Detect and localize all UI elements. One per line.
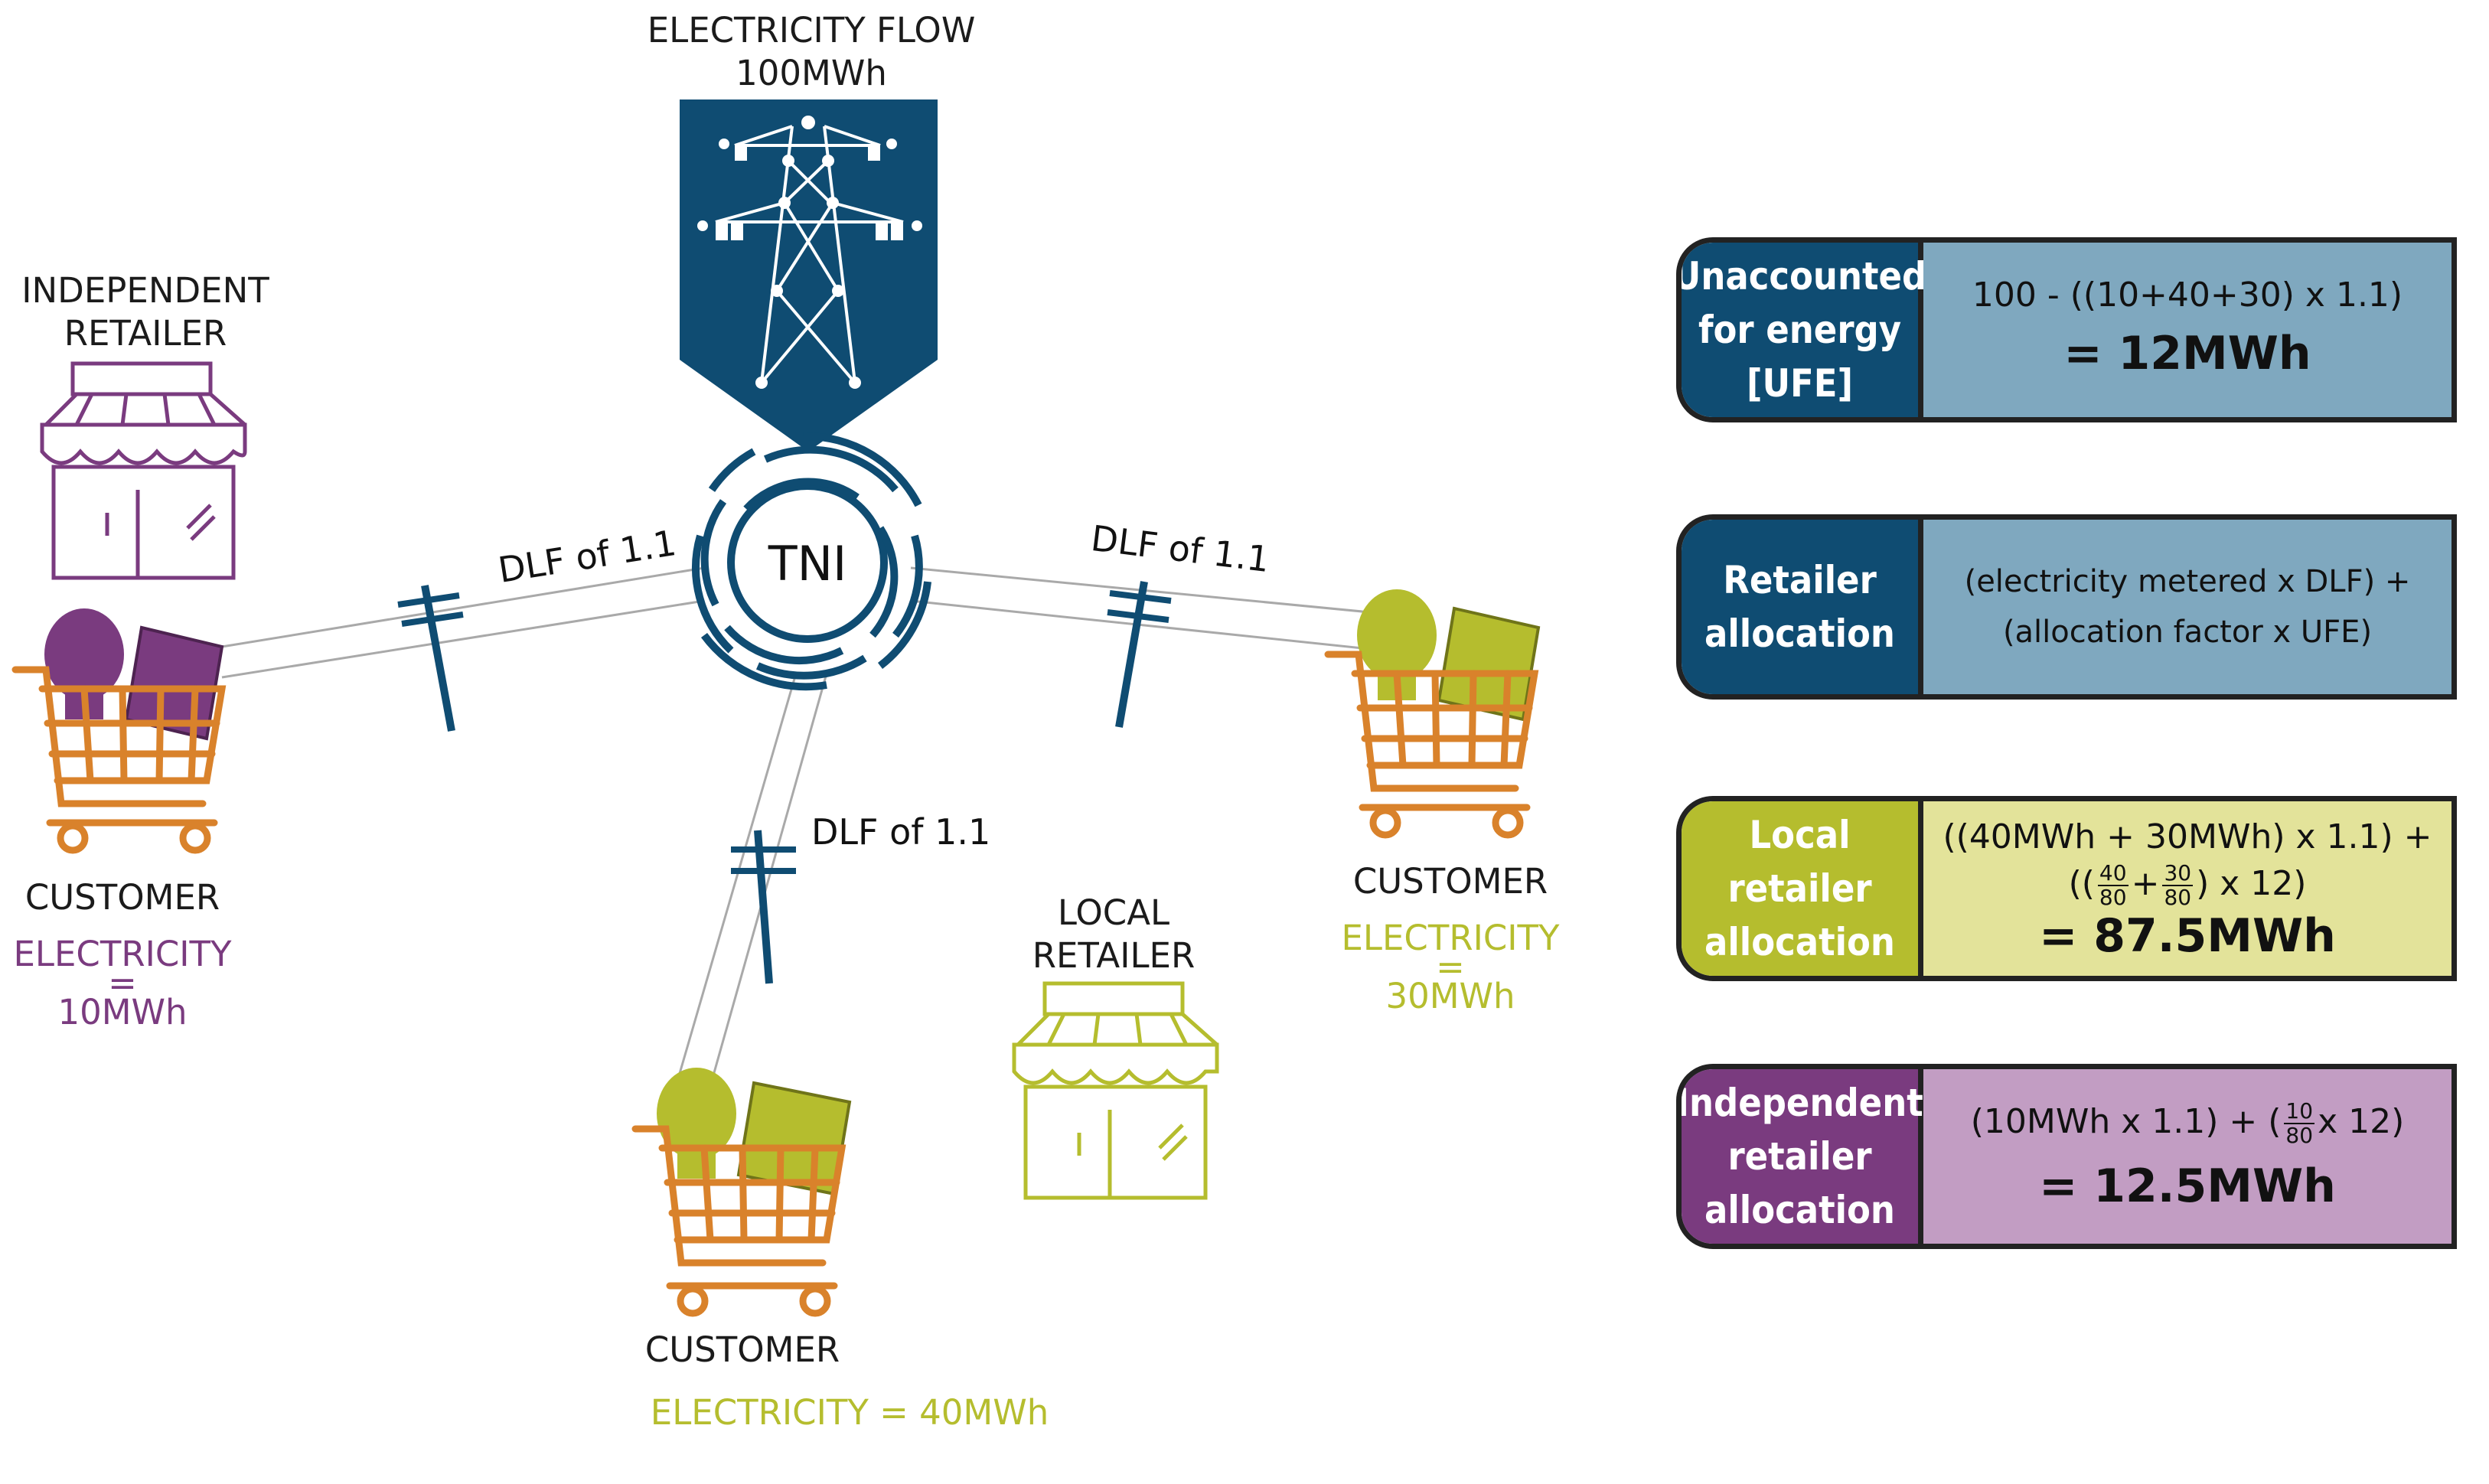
utility-pole-left-icon: [397, 585, 464, 732]
customer-right-electricity: ELECTRICITY = 30MWh: [1324, 921, 1577, 1014]
source-title-line2: 100MWh: [736, 53, 887, 93]
fraction-a-numerator: 40: [2097, 859, 2129, 886]
local-retailer-line1: LOCAL: [1057, 892, 1170, 933]
customer-bottom-label: CUSTOMER: [644, 1329, 840, 1370]
customer-left-label: CUSTOMER: [24, 877, 220, 918]
tni-hub-icon: [692, 432, 931, 691]
panel-retailer-allocation-body: (electricity metered x DLF) + (allocatio…: [1923, 520, 2451, 694]
source-title: ELECTRICITY FLOW 100MWh: [620, 9, 1003, 95]
panel-local-retailer-allocation: Local retailer allocation ((40MWh + 30MW…: [1676, 796, 2457, 981]
panel-ufe-title: Unaccounted for energy [UFE]: [1682, 243, 1926, 417]
fraction-b-numerator: 30: [2162, 859, 2194, 886]
panel-local-formula-line1: ((40MWh + 30MWh) x 1.1) +: [1943, 817, 2432, 856]
source-title-line1: ELECTRICITY FLOW: [647, 10, 976, 51]
panel-ufe-result: = 12MWh: [2063, 327, 2311, 380]
panel-local-formula-plus: +: [2131, 863, 2160, 903]
panel-ufe: Unaccounted for energy [UFE] 100 - ((10+…: [1676, 237, 2457, 422]
local-retailer-line2: RETAILER: [1032, 935, 1196, 976]
utility-pole-right-icon: [1107, 581, 1172, 728]
local-retailer-label: LOCAL RETAILER: [980, 892, 1248, 977]
panel-retailer-allocation-title: Retailer allocation: [1682, 520, 1923, 694]
customer-left-electricity: ELECTRICITY = 10MWh: [0, 937, 245, 1030]
customer-bottom-electricity: ELECTRICITY = 40MWh: [650, 1392, 1049, 1433]
panel-local-formula-post: ) x 12): [2196, 863, 2307, 903]
fraction-numerator: 10: [2284, 1098, 2315, 1124]
panel-retailer-allocation: Retailer allocation (electricity metered…: [1676, 514, 2457, 700]
independent-retailer-label: INDEPENDENT RETAILER: [0, 269, 291, 355]
hub-label: TNI: [768, 536, 847, 592]
customer-left-line2: =: [108, 963, 137, 1003]
customer-left-line3: 10MWh: [57, 992, 188, 1032]
independent-retailer-line1: INDEPENDENT: [21, 270, 269, 311]
panel-local-formula-pre: ((: [2068, 863, 2095, 903]
shopping-cart-left-icon: [11, 608, 227, 854]
panel-independent-retailer-allocation: Independent retailer allocation (10MWh x…: [1676, 1064, 2457, 1249]
customer-left-line1: ELECTRICITY: [13, 934, 232, 974]
panel-retailer-allocation-formula-line1: (electricity metered x DLF) +: [1964, 564, 2411, 599]
utility-pole-bottom-icon: [731, 830, 796, 984]
customer-right-label: CUSTOMER: [1352, 861, 1548, 902]
transmission-tower-icon: [680, 99, 938, 452]
independent-retailer-line2: RETAILER: [64, 313, 227, 354]
panel-independent-retailer-allocation-title: Independent retailer allocation: [1682, 1069, 1923, 1244]
panel-local-result: = 87.5MWh: [2039, 908, 2336, 963]
independent-retailer-store-icon: [40, 361, 247, 580]
fraction-denominator: 80: [2285, 1123, 2314, 1148]
customer-right-line2: =: [1436, 947, 1465, 987]
panel-local-retailer-allocation-title: Local retailer allocation: [1682, 801, 1923, 976]
panel-independent-formula-post: x 12): [2318, 1102, 2405, 1141]
shopping-cart-right-icon: [1324, 589, 1541, 839]
fraction-a-denominator: 80: [2099, 884, 2127, 910]
panel-independent-result: = 12.5MWh: [2039, 1159, 2336, 1213]
panel-independent-formula-pre: (10MWh x 1.1) + (: [1970, 1102, 2282, 1141]
local-retailer-store-icon: [1012, 981, 1219, 1200]
panel-ufe-formula: 100 - ((10+40+30) x 1.1): [1972, 276, 2403, 315]
customer-right-line1: ELECTRICITY: [1341, 918, 1560, 958]
panel-retailer-allocation-formula-line2: (allocation factor x UFE): [2002, 615, 2373, 650]
shopping-cart-bottom-icon: [631, 1068, 852, 1317]
power-lines: [221, 566, 1371, 1095]
dlf-bottom-label: DLF of 1.1: [811, 811, 991, 853]
panel-ufe-body: 100 - ((10+40+30) x 1.1) = 12MWh: [1923, 243, 2451, 417]
fraction-b-denominator: 80: [2164, 884, 2192, 910]
customer-right-line3: 30MWh: [1385, 976, 1515, 1016]
